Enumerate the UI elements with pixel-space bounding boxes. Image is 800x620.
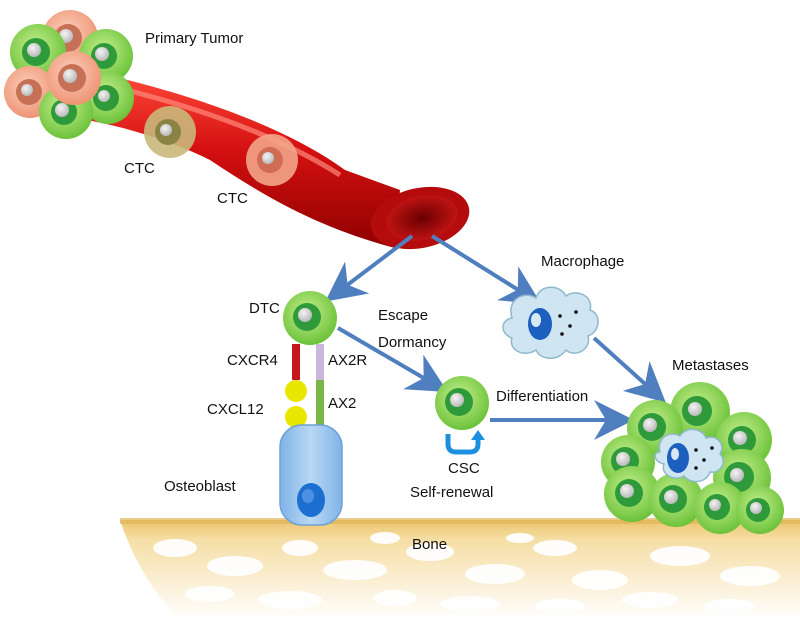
label-cxcr4: CXCR4 bbox=[227, 352, 278, 369]
osteoblast-cell bbox=[279, 424, 343, 526]
label-cxcl12: CXCL12 bbox=[207, 401, 264, 418]
receptors bbox=[285, 344, 324, 428]
label-escape: Escape bbox=[378, 307, 429, 324]
ctc-cell-1 bbox=[144, 106, 196, 158]
label-ax2: AX2 bbox=[328, 395, 357, 412]
label-bone: Bone bbox=[412, 536, 448, 553]
arrow-vessel-to-macrophage bbox=[430, 234, 542, 305]
metastases-cluster bbox=[601, 382, 784, 534]
ax2-ligand bbox=[316, 380, 324, 426]
arrow-dtc-to-csc bbox=[336, 326, 448, 393]
arrow-vessel-to-dtc bbox=[325, 234, 414, 302]
macrophage-cell bbox=[502, 286, 599, 359]
label-osteoblast: Osteoblast bbox=[164, 478, 236, 495]
label-macrophage: Macrophage bbox=[541, 253, 625, 270]
metastasis-cell bbox=[694, 482, 746, 534]
self-renewal-arrow-icon bbox=[445, 430, 485, 455]
label-csc: CSC bbox=[448, 460, 480, 477]
dtc-cell bbox=[283, 291, 337, 345]
label-ctc-2: CTC bbox=[217, 190, 248, 207]
label-dtc: DTC bbox=[249, 300, 280, 317]
primary-tumor-cluster bbox=[4, 10, 134, 139]
ctc-cell-2 bbox=[246, 134, 298, 186]
cxcl12-ligand-top bbox=[285, 380, 307, 402]
label-dormancy: Dormancy bbox=[378, 334, 447, 351]
metastasis-cell bbox=[604, 466, 660, 522]
metastasis-cell bbox=[670, 382, 730, 442]
arrow-macrophage-to-metastases bbox=[592, 336, 666, 403]
label-self-renewal: Self-renewal bbox=[410, 484, 494, 501]
metastasis-cell bbox=[649, 473, 703, 527]
cxcl12-ligand-bottom bbox=[285, 406, 307, 428]
metastasis-macrophage bbox=[654, 428, 724, 483]
metastasis-cell bbox=[736, 486, 784, 534]
label-ctc-1: CTC bbox=[124, 160, 155, 177]
label-differentiation: Differentiation bbox=[496, 388, 589, 405]
bone-layer bbox=[120, 518, 800, 620]
label-primary-tumor: Primary Tumor bbox=[145, 30, 244, 47]
arrows bbox=[325, 234, 666, 440]
csc-cell bbox=[435, 376, 489, 430]
tumor-cell bbox=[47, 51, 101, 105]
label-ax2r: AX2R bbox=[328, 352, 368, 369]
ax2r-receptor bbox=[316, 344, 324, 380]
cxcr4-receptor bbox=[292, 344, 300, 380]
label-metastases: Metastases bbox=[672, 357, 749, 374]
